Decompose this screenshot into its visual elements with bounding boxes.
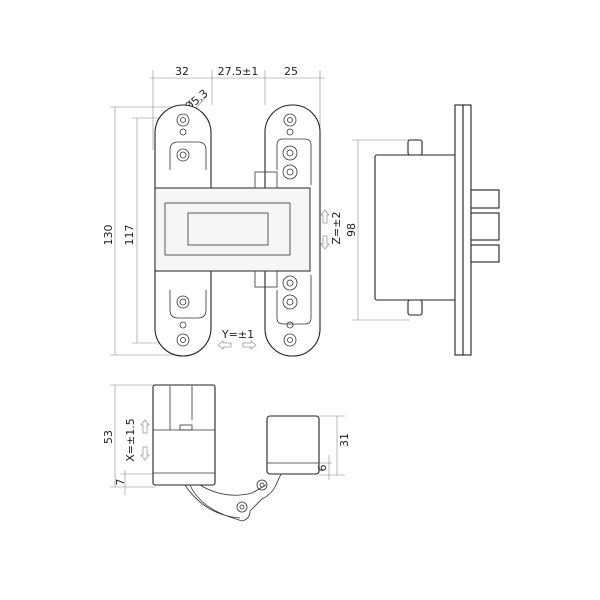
adjust-x-label: X=±1.5 <box>124 418 137 461</box>
right-cup <box>266 415 320 475</box>
front-view: 32 27.5±1 25 Ø5.3 130 117 <box>102 65 343 357</box>
dim-right-depth: 31 <box>338 433 351 447</box>
screw-holes <box>176 113 298 347</box>
dim-depth: 53 <box>102 430 115 444</box>
arrow-right-icon <box>242 340 257 350</box>
dim-offset: 7 <box>114 479 127 486</box>
side-view: 98 <box>345 104 500 356</box>
bottom-view: 53 7 X=±1.5 31 6 <box>102 384 351 522</box>
dim-width-left: 32 <box>175 65 189 78</box>
arrow-up-icon <box>140 419 150 434</box>
left-cup <box>152 384 216 486</box>
dim-total-height: 130 <box>102 225 115 246</box>
adjust-y-label: Y=±1 <box>221 328 254 341</box>
dim-hole-spacing: 117 <box>123 225 136 246</box>
side-plate <box>454 104 464 356</box>
arrow-up-icon <box>320 209 330 224</box>
dim-body-height: 98 <box>345 223 358 237</box>
side-body <box>374 154 461 301</box>
hinge-body <box>154 187 311 272</box>
adjust-z-label: Z=±2 <box>330 212 343 245</box>
arrow-down-icon <box>140 446 150 461</box>
dim-gap: 27.5±1 <box>218 65 259 78</box>
arrow-down-icon <box>320 235 330 250</box>
arrow-left-icon <box>217 340 232 350</box>
dim-right-offset: 6 <box>316 465 329 472</box>
dim-width-right: 25 <box>284 65 298 78</box>
